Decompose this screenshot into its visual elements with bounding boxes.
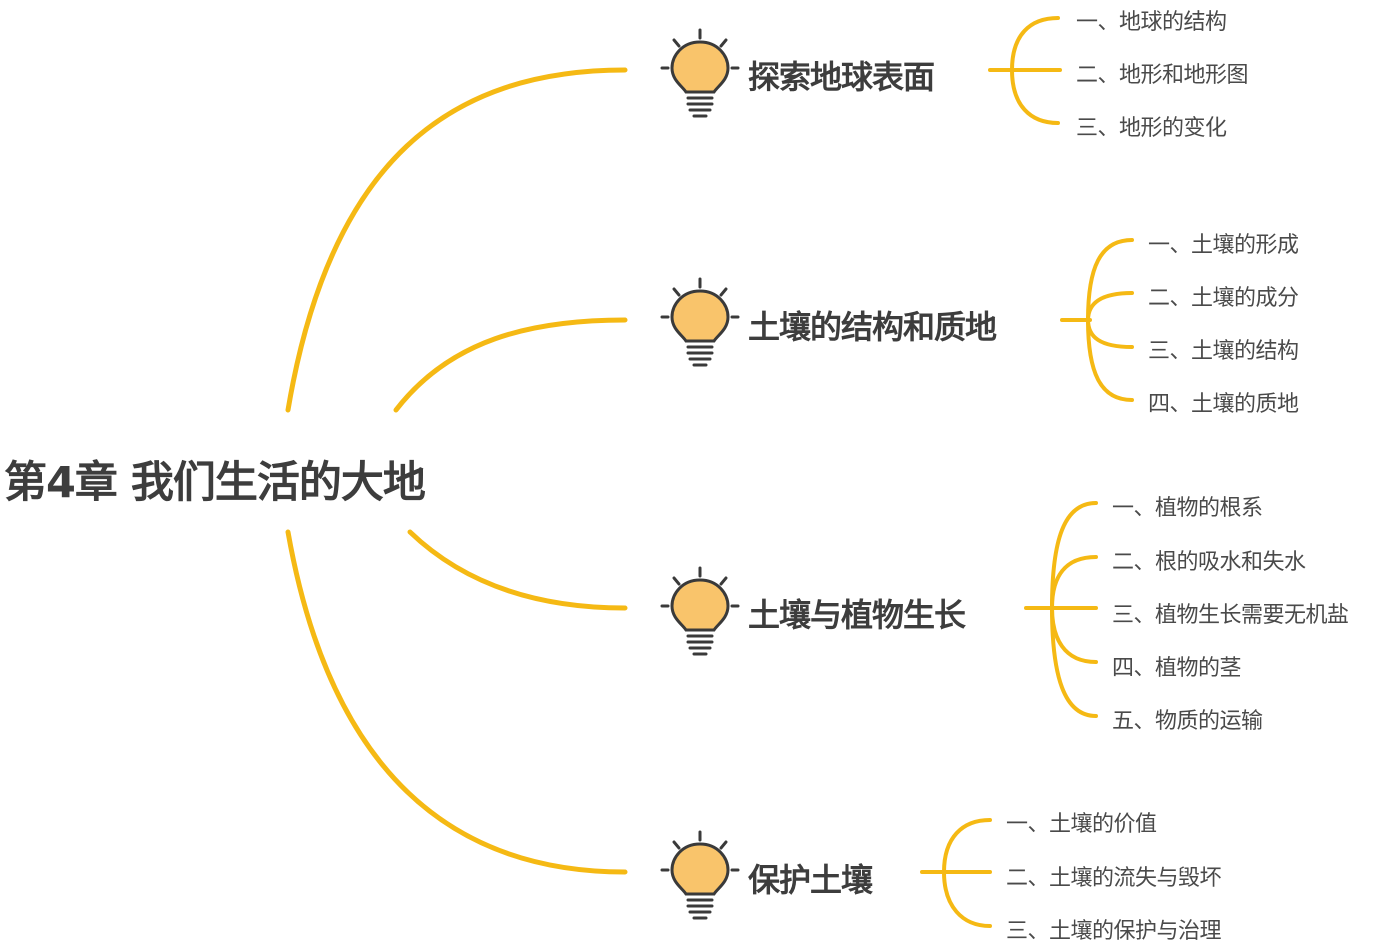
root-topic[interactable]: 第4章 我们生活的大地 — [4, 458, 426, 508]
leaf-topic-4-2[interactable]: 二、土壤的流失与毁坏 — [1006, 866, 1222, 891]
leaf-topic-2-3[interactable]: 三、土壤的结构 — [1148, 339, 1299, 364]
leaf-topic-3-4[interactable]: 四、植物的茎 — [1112, 656, 1242, 681]
leaf-topic-3-3[interactable]: 三、植物生长需要无机盐 — [1112, 603, 1349, 628]
branch-topic-4[interactable]: 保护土壤 — [748, 861, 873, 899]
leaf-topic-3-2[interactable]: 二、根的吸水和失水 — [1112, 550, 1306, 575]
root-connector-1 — [285, 67, 628, 413]
leaf-topic-2-1[interactable]: 一、土壤的形成 — [1148, 233, 1299, 258]
lightbulb-icon — [660, 277, 740, 367]
root-connector-3 — [407, 529, 628, 611]
leaf-topic-1-3[interactable]: 三、地形的变化 — [1076, 116, 1227, 141]
leaf-topic-3-5[interactable]: 五、物质的运输 — [1112, 709, 1263, 734]
leaf-topic-2-2[interactable]: 二、土壤的成分 — [1148, 286, 1299, 311]
lightbulb-icon — [660, 830, 740, 920]
leaf-topic-1-1[interactable]: 一、地球的结构 — [1076, 10, 1227, 35]
lightbulb-icon — [660, 28, 740, 118]
branch-topic-2[interactable]: 土壤的结构和质地 — [748, 308, 997, 346]
lightbulb-icon — [660, 566, 740, 656]
leaf-topic-3-1[interactable]: 一、植物的根系 — [1112, 496, 1263, 521]
branch-topic-3[interactable]: 土壤与植物生长 — [748, 596, 966, 634]
root-connector-4 — [285, 529, 628, 875]
leaf-topic-2-4[interactable]: 四、土壤的质地 — [1148, 392, 1299, 417]
leaf-topic-1-2[interactable]: 二、地形和地形图 — [1076, 63, 1249, 88]
leaf-topic-4-1[interactable]: 一、土壤的价值 — [1006, 812, 1157, 837]
leaf-topic-4-3[interactable]: 三、土壤的保护与治理 — [1006, 919, 1222, 944]
root-connector-2 — [393, 317, 628, 413]
branch-topic-1[interactable]: 探索地球表面 — [748, 58, 935, 96]
